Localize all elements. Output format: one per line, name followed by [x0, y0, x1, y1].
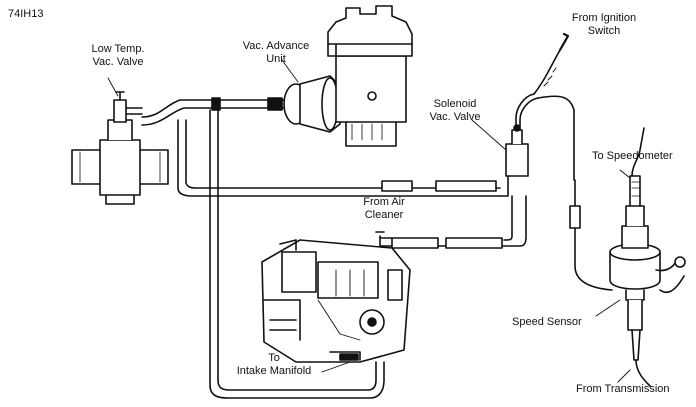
speed-sensor-drawing: [609, 127, 686, 387]
label-from-air-cleaner: From Air Cleaner: [348, 196, 420, 222]
label-line-2: Vac. Valve: [429, 111, 481, 123]
label-line-1: Solenoid: [433, 98, 477, 110]
air-cleaner-hose: [375, 195, 527, 249]
label-low-temp-vac-valve: Low Temp. Vac. Valve: [78, 43, 158, 69]
label-vac-advance-unit: Vac. Advance Unit: [228, 40, 324, 66]
label-from-transmission: From Transmission: [576, 383, 670, 395]
advance-hose: [141, 97, 293, 126]
distributor-drawing: [283, 5, 413, 147]
low-temp-vac-valve-drawing: [71, 91, 169, 205]
label-speed-sensor: Speed Sensor: [512, 316, 582, 328]
label-line-2: Intake Manifold: [236, 365, 312, 377]
carburetor-drawing: [261, 239, 411, 363]
label-from-ignition-switch: From Ignition Switch: [548, 12, 660, 38]
solenoid-valve-drawing: [505, 93, 539, 177]
leader-lines: [107, 59, 631, 383]
label-line-1: Vac. Advance: [242, 40, 310, 52]
manifold-hose: [209, 109, 385, 399]
label-line-1: Low Temp.: [91, 43, 145, 55]
label-line-1: To: [268, 352, 280, 364]
label-to-intake-manifold: To Intake Manifold: [222, 352, 326, 378]
label-line-2: Unit: [266, 53, 286, 65]
label-line-1: From Ignition: [571, 12, 637, 24]
label-to-speedometer: To Speedometer: [592, 150, 673, 162]
label-line-2: Switch: [587, 25, 621, 37]
figure-code: 74IH13: [8, 8, 44, 20]
label-line-1: From Air: [363, 196, 405, 208]
label-line-2: Vac. Valve: [92, 56, 144, 68]
label-solenoid-vac-valve: Solenoid Vac. Valve: [418, 98, 492, 124]
label-line-2: Cleaner: [364, 209, 404, 221]
solenoid-hose: [177, 119, 509, 197]
ignition-wire: [533, 32, 613, 291]
